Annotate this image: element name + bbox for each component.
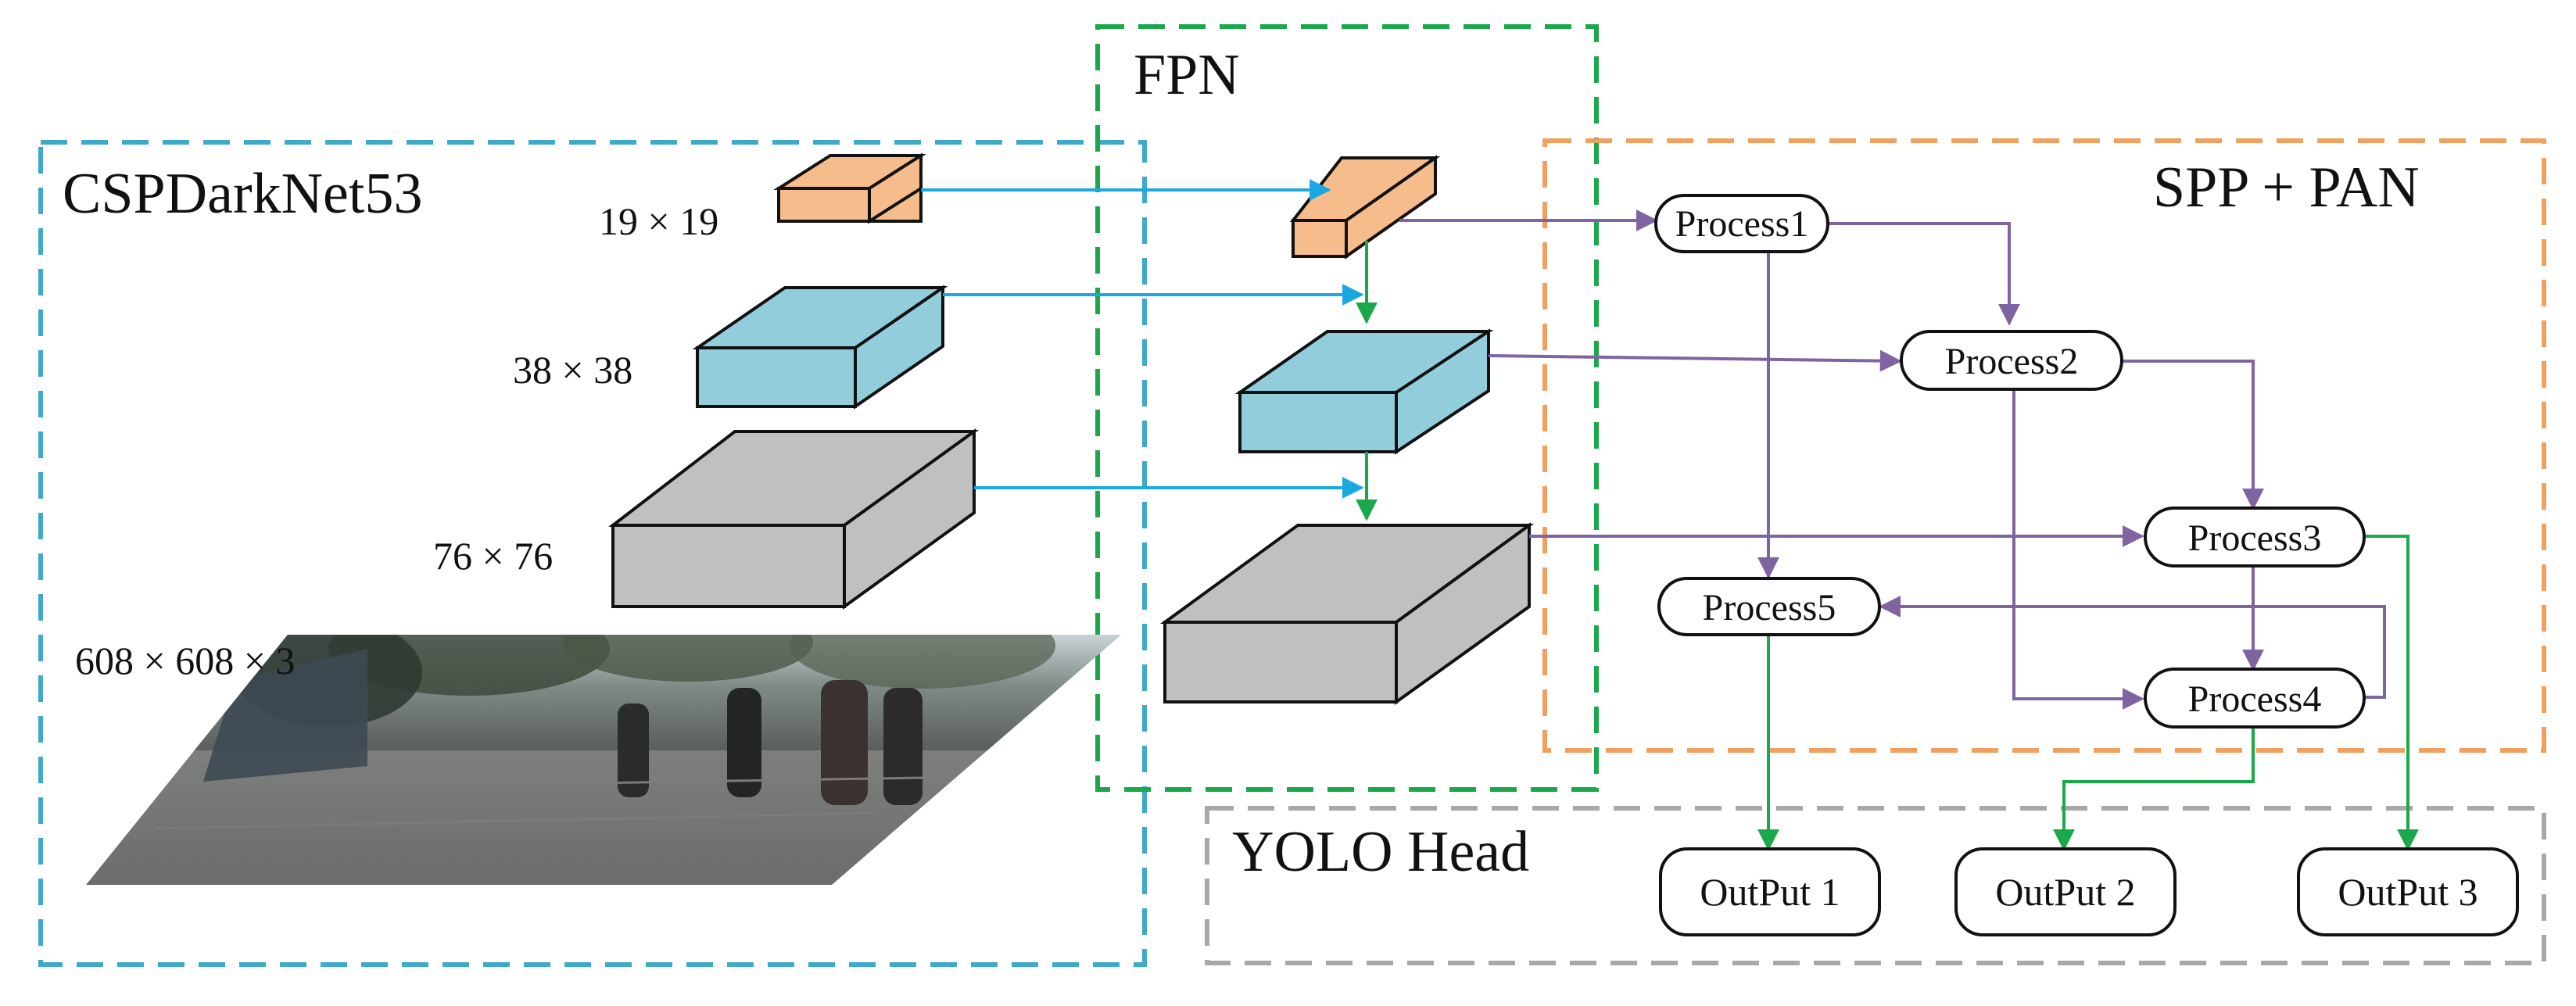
- backbone-frame: [38, 140, 1147, 967]
- spp-pan-title: SPP + PAN: [2153, 156, 2420, 220]
- fpn-frame: [1095, 24, 1599, 792]
- process2-node: Process2: [1900, 330, 2123, 391]
- process4-node: Process4: [2144, 668, 2366, 729]
- process4-label: Process4: [2188, 678, 2322, 720]
- fpn-block-76: [1159, 522, 1535, 705]
- backbone-title: CSPDarkNet53: [63, 162, 422, 226]
- process3-label: Process3: [2188, 517, 2322, 559]
- output2-node: OutPut 2: [1954, 847, 2177, 936]
- output1-node: OutPut 1: [1659, 847, 1881, 936]
- yolo-head-title: YOLO Head: [1232, 820, 1529, 884]
- output3-node: OutPut 3: [2297, 847, 2519, 936]
- fpn-block-38: [1234, 328, 1494, 455]
- spp-pan-frame: [1542, 138, 2546, 753]
- arrow-process2-to-process3: [2120, 360, 2264, 510]
- yolo-head-frame: [1205, 806, 2546, 965]
- process5-label: Process5: [1703, 587, 1836, 628]
- process2-label: Process2: [1945, 341, 2079, 382]
- arrow-process2-to-process4: [2012, 388, 2144, 710]
- label-38x38: 38 × 38: [513, 348, 632, 392]
- backbone-block-76: [608, 428, 980, 610]
- output2-label: OutPut 2: [1995, 870, 2135, 914]
- process1-label: Process1: [1675, 203, 1809, 245]
- arrow-process3-to-output3: [2364, 535, 2419, 851]
- arrow-process4-to-process5: [1879, 596, 2386, 699]
- arrow-fpn38-to-process2: [1488, 349, 1902, 372]
- label-19x19: 19 × 19: [599, 199, 718, 243]
- backbone-block-19: [773, 152, 926, 224]
- backbone-block-38: [692, 285, 948, 410]
- arrow-process4-to-output2: [2053, 727, 2255, 851]
- fpn-block-19: [1289, 155, 1441, 260]
- label-76x76: 76 × 76: [433, 534, 553, 578]
- process1-node: Process1: [1654, 194, 1829, 253]
- fpn-title: FPN: [1134, 43, 1240, 107]
- arrow-process1-to-process2: [1828, 222, 2020, 326]
- output3-label: OutPut 3: [2338, 870, 2477, 914]
- process3-node: Process3: [2144, 507, 2366, 567]
- output1-label: OutPut 1: [1700, 870, 1840, 914]
- process5-node: Process5: [1657, 577, 1881, 636]
- label-input-size: 608 × 608 × 3: [75, 639, 295, 682]
